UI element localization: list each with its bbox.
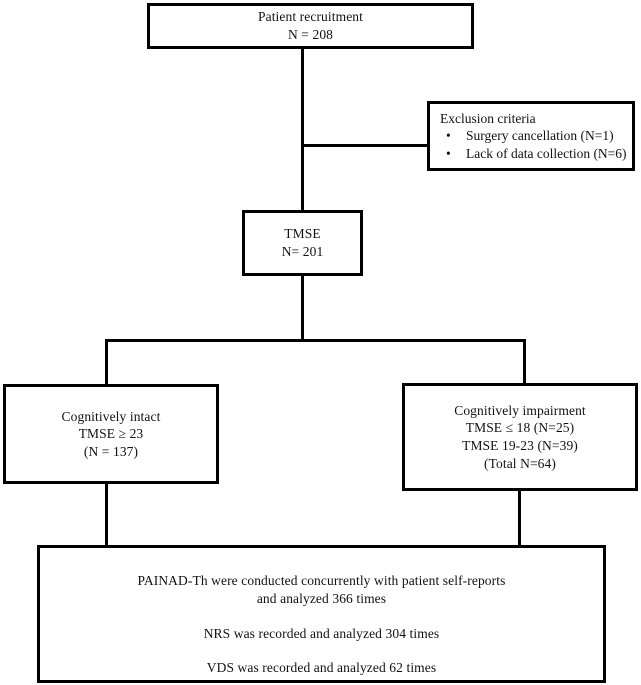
node-exclusion-criteria: Exclusion criteria • Surgery cancellatio…	[427, 101, 635, 171]
connector-trunk-to-exclusion	[301, 144, 429, 147]
connector-split-bar	[105, 339, 526, 342]
connector-impairment-to-outcomes	[518, 489, 521, 547]
intact-criterion: TMSE ≥ 23	[78, 426, 144, 442]
impairment-total: (Total N=64)	[484, 455, 556, 471]
exclusion-item: • Lack of data collection (N=6)	[438, 145, 627, 162]
intact-title: Cognitively intact	[61, 408, 161, 424]
recruitment-count: N = 208	[287, 27, 334, 42]
connector-intact-to-outcomes	[105, 483, 108, 547]
connector-split-to-impairment	[523, 339, 526, 386]
node-cognitively-impairment: Cognitively impairment TMSE ≤ 18 (N=25) …	[402, 383, 638, 491]
node-patient-recruitment: Patient recruitment N = 208	[147, 3, 474, 49]
recruitment-title: Patient recruitment	[258, 9, 363, 25]
exclusion-item: • Surgery cancellation (N=1)	[438, 127, 627, 144]
exclusion-item-label: Lack of data collection (N=6)	[466, 145, 627, 161]
node-outcomes: PAINAD-Th were conducted concurrently wi…	[37, 545, 606, 683]
node-cognitively-intact: Cognitively intact TMSE ≥ 23 (N = 137)	[3, 384, 219, 484]
impairment-criterion-mild: TMSE 19-23 (N=39)	[462, 438, 578, 453]
outcome-painad-line1: PAINAD-Th were conducted concurrently wi…	[137, 573, 506, 588]
bullet-icon: •	[446, 128, 451, 144]
outcome-vds: VDS was recorded and analyzed 62 times	[206, 660, 437, 676]
connector-recruitment-to-tmse	[301, 48, 304, 212]
bullet-icon: •	[446, 145, 451, 161]
tmse-count: N= 201	[281, 244, 324, 259]
outcome-painad-line2: and analyzed 366 times	[256, 590, 387, 606]
node-tmse: TMSE N= 201	[242, 210, 363, 276]
tmse-title: TMSE	[284, 226, 321, 242]
impairment-title: Cognitively impairment	[454, 402, 586, 418]
exclusion-list: • Surgery cancellation (N=1) • Lack of d…	[438, 127, 627, 162]
outcome-nrs: NRS was recorded and analyzed 304 times	[203, 625, 440, 641]
impairment-criterion-severe: TMSE ≤ 18 (N=25)	[465, 420, 575, 436]
intact-count: (N = 137)	[83, 443, 139, 459]
connector-tmse-to-split	[301, 276, 304, 342]
exclusion-title: Exclusion criteria	[440, 111, 536, 126]
connector-split-to-intact	[105, 339, 108, 387]
exclusion-item-label: Surgery cancellation (N=1)	[466, 128, 614, 144]
